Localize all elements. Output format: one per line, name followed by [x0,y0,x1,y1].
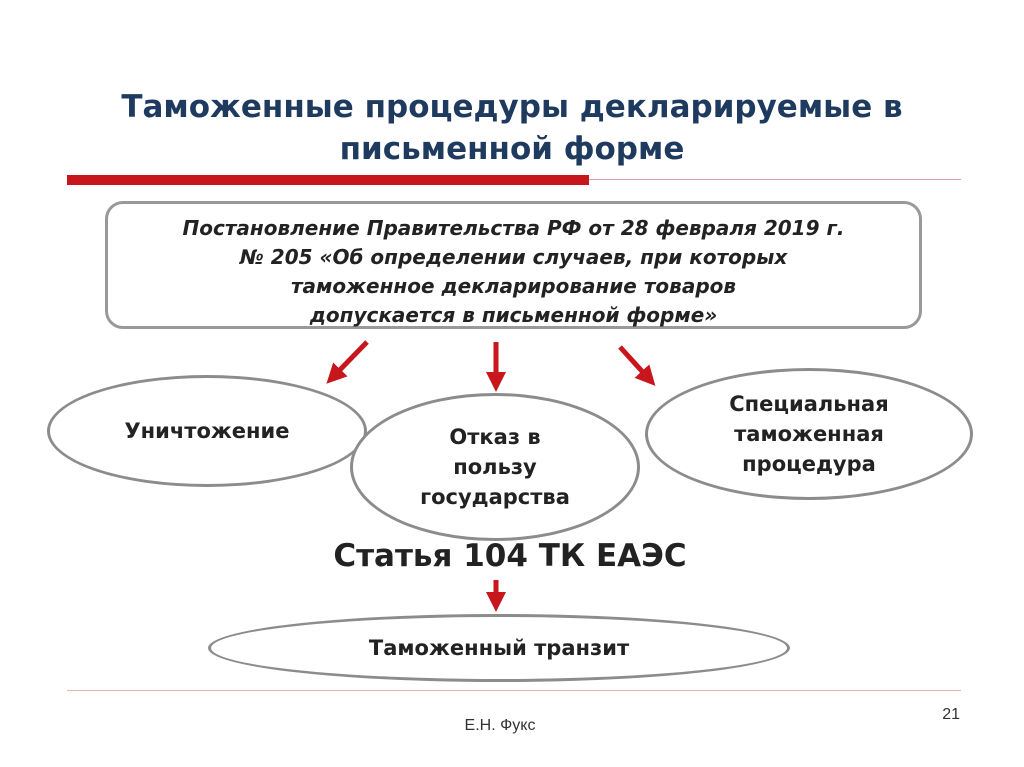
decree-box: Постановление Правительства РФ от 28 фев… [105,201,922,329]
oval-destruction: Уничтожение [47,375,367,487]
title-line-1: Таможенные процедуры декларируемые в [121,89,903,125]
page-number: 21 [942,706,960,723]
title-red-underline [67,175,589,185]
footer-author: Е.Н. Фукс [464,717,536,734]
article-reference: Статья 104 ТК ЕАЭС [333,538,687,574]
decree-line-1: Постановление Правительства РФ от 28 фев… [182,216,845,240]
oval-special-procedure: Специальная таможенная процедура [645,368,973,500]
abandonment-label-2: пользу [453,455,537,479]
arrow-to-destruction [326,340,369,384]
footer-divider [67,690,961,691]
special-label-3: процедура [742,452,876,476]
abandonment-label-3: государства [420,485,570,509]
special-label-1: Специальная [729,392,889,416]
title-thin-underline [589,179,961,180]
transit-label: Таможенный транзит [368,636,630,660]
decree-line-2: № 205 «Об определении случаев, при котор… [239,245,788,269]
decree-line-4: допускается в письменной форме» [309,303,718,327]
destruction-label: Уничтожение [124,419,290,443]
oval-abandonment: Отказ в пользу государства [350,393,640,541]
abandonment-label-1: Отказ в [449,425,541,449]
decree-line-3: таможенное декларирование товаров [290,274,737,298]
special-label-2: таможенная [734,422,884,446]
oval-customs-transit: Таможенный транзит [208,614,790,682]
arrow-to-special [618,345,656,386]
slide-title: Таможенные процедуры декларируемые в пис… [60,86,964,170]
title-line-2: письменной форме [339,131,685,167]
